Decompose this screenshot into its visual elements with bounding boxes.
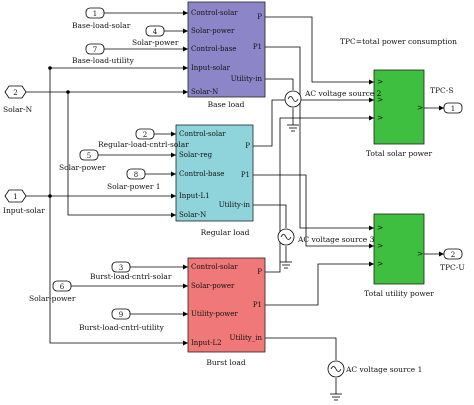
base-out-port-2: P1 <box>253 43 262 51</box>
inport-label: Input-solar <box>3 206 45 215</box>
outport-tpc-s[interactable]: 1 <box>443 102 463 114</box>
svg-text:>: > <box>377 95 383 104</box>
burst-out-port-3: Utility_in <box>230 334 263 342</box>
svg-text:1: 1 <box>451 105 455 113</box>
burst-in-port-3: Utility-power <box>191 310 238 318</box>
burst-in-port-4: Input-L2 <box>191 339 222 347</box>
svg-text:>: > <box>377 259 383 268</box>
burst-in-port-1: Control-solar <box>191 263 238 271</box>
base-out-port-3: Utility-in <box>231 75 263 83</box>
inport-burst-load-cntrl-solar[interactable]: 3 <box>111 261 131 273</box>
regular-load-title: Regular load <box>201 228 250 237</box>
regular-out-port-1: P <box>245 142 250 150</box>
outport-label: TPC-S <box>430 86 453 95</box>
ground-icon <box>280 261 292 269</box>
ac-voltage-source-2[interactable] <box>284 90 302 108</box>
burst-load-title: Burst load <box>206 358 246 367</box>
inport-label: Regular-load-cntrl-solar <box>98 140 189 149</box>
svg-text:2: 2 <box>143 131 147 139</box>
ac-source-2-label: AC voltage source 2 <box>304 89 382 98</box>
regular-in-port-2: Solar-reg <box>179 151 213 159</box>
svg-text:6: 6 <box>60 283 65 291</box>
inport-input-solar[interactable]: 1 <box>4 189 27 203</box>
svg-text:1: 1 <box>13 193 17 201</box>
ac-voltage-source-3[interactable] <box>277 228 295 246</box>
total-solar-power-label: Total solar power <box>366 149 433 158</box>
svg-text:>: > <box>377 113 383 122</box>
burst-load-block[interactable] <box>187 257 266 353</box>
arrowheads <box>171 10 444 346</box>
inport-label: Base-load-solar <box>72 21 131 30</box>
inport-solar-power-1[interactable]: 8 <box>126 168 146 180</box>
svg-text:3: 3 <box>119 264 123 272</box>
inport-solar-n[interactable]: 2 <box>4 85 27 99</box>
burst-out-port-1: P <box>257 268 262 276</box>
inport-regular-load-cntrl-solar[interactable]: 2 <box>135 128 155 140</box>
inport-label: Burst-load-cntrl-solar <box>90 272 172 281</box>
svg-text:>: > <box>377 241 383 250</box>
svg-text:5: 5 <box>87 152 91 160</box>
regular-out-port-2: P1 <box>241 171 250 179</box>
inport-solar-power-burst[interactable]: 6 <box>52 280 72 292</box>
ground-icon <box>330 393 342 401</box>
base-in-port-3: Control-base <box>191 45 236 53</box>
inport-label: Base-load-utility <box>72 56 135 65</box>
svg-text:>: > <box>377 223 383 232</box>
inport-label: Solar-power <box>132 38 179 47</box>
svg-text:4: 4 <box>153 28 158 36</box>
inport-solar-power[interactable]: 4 <box>145 25 165 37</box>
regular-out-port-3: Utility-in <box>219 201 251 209</box>
ac-voltage-source-1[interactable] <box>327 360 345 378</box>
regular-in-port-5: Solar-N <box>179 211 206 219</box>
base-load-title: Base load <box>208 100 245 109</box>
outport-tpc-u[interactable]: 2 <box>443 248 463 260</box>
regular-in-port-4: Input-L1 <box>179 192 210 200</box>
burst-in-port-2: Solar-power <box>191 282 235 290</box>
base-in-port-2: Solar-power <box>191 27 235 35</box>
base-in-port-1: Control-solar <box>191 9 238 17</box>
inport-base-load-utility[interactable]: 7 <box>85 43 105 55</box>
base-out-port-1: P <box>257 13 262 21</box>
ground-icon <box>287 124 299 132</box>
total-utility-power-block[interactable] <box>373 213 425 285</box>
inport-burst-load-cntrl-utility[interactable]: 9 <box>111 308 131 320</box>
sum-block-markers: > > > > > > > > <box>377 77 423 268</box>
inport-solar-power-regular[interactable]: 5 <box>79 149 99 161</box>
inport-label: Burst-load-cntrl-utility <box>79 323 165 332</box>
svg-text:2: 2 <box>13 89 17 97</box>
svg-text:>: > <box>417 249 423 258</box>
inport-label: Solar-power 1 <box>107 182 161 191</box>
outport-label: TPC-U <box>440 263 465 272</box>
inport-label: Solar-N <box>3 105 33 114</box>
svg-text:8: 8 <box>134 171 138 179</box>
regular-in-port-1: Control-solar <box>179 130 226 138</box>
tpc-annotation: TPC=total power consumption <box>340 37 457 46</box>
junctions <box>48 66 70 198</box>
inport-base-load-solar[interactable]: 1 <box>85 7 105 19</box>
svg-text:7: 7 <box>93 46 97 54</box>
base-in-port-4: Input-solar <box>191 64 231 72</box>
svg-text:1: 1 <box>93 10 97 18</box>
regular-load-block[interactable] <box>175 124 254 222</box>
base-load-block[interactable] <box>187 1 266 98</box>
base-in-port-5: Solar-N <box>191 88 218 96</box>
svg-text:9: 9 <box>119 311 123 319</box>
wires <box>26 12 444 394</box>
total-utility-power-label: Total utility power <box>364 289 434 298</box>
svg-text:>: > <box>377 77 383 86</box>
inport-label: Solar-power <box>29 294 76 303</box>
svg-text:>: > <box>417 103 423 112</box>
regular-in-port-3: Control-base <box>179 170 224 178</box>
ac-source-1-label: AC voltage source 1 <box>345 365 422 374</box>
total-solar-power-block[interactable] <box>373 69 425 145</box>
svg-text:2: 2 <box>451 251 455 259</box>
ac-source-3-label: AC voltage source 3 <box>297 235 375 244</box>
inport-label: Solar-power <box>59 163 106 172</box>
burst-out-port-2: P1 <box>253 301 262 309</box>
